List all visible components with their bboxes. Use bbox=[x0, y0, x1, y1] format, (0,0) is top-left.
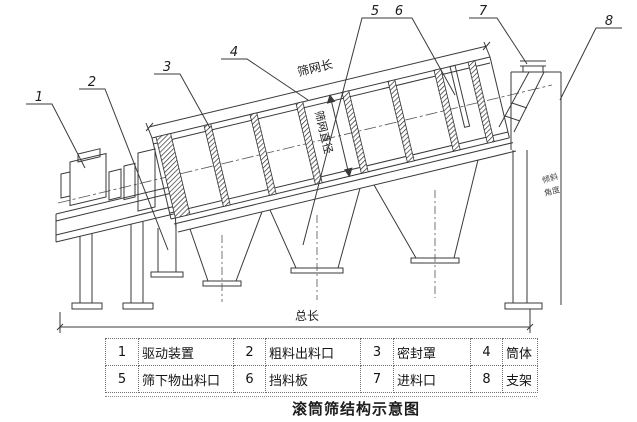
callout-numbers: 1 2 3 4 5 6 7 8 bbox=[35, 4, 613, 105]
side-note-line2: 角度 bbox=[543, 184, 561, 198]
coupling-half-a bbox=[108, 168, 122, 201]
callout-1: 1 bbox=[35, 90, 43, 105]
drum-ring-bands bbox=[155, 60, 495, 219]
seal-bearing-housing bbox=[137, 148, 156, 212]
parts-legend-table: 1 驱动装置 2 粗料出料口 3 密封罩 4 筒体 5 筛下物出料口 6 挡料板… bbox=[105, 338, 538, 393]
total-length-label: 总长 bbox=[295, 309, 319, 323]
part-label: 筛下物出料口 bbox=[138, 365, 234, 393]
part-label: 密封罩 bbox=[393, 338, 471, 366]
part-number: 6 bbox=[233, 365, 266, 393]
part-label: 支架 bbox=[502, 365, 538, 393]
motor-fan-cap bbox=[60, 171, 71, 199]
table-row: 5 筛下物出料口 6 挡料板 7 进料口 8 支架 bbox=[105, 365, 538, 393]
drum-body bbox=[151, 56, 510, 220]
leader-1 bbox=[26, 103, 86, 169]
motor-top-box bbox=[77, 148, 101, 163]
part-label: 驱动装置 bbox=[138, 338, 234, 366]
callout-3: 3 bbox=[163, 60, 171, 75]
part-number: 5 bbox=[105, 365, 139, 393]
callout-5: 5 bbox=[371, 4, 379, 19]
leader-8 bbox=[559, 27, 622, 101]
schematic-drawing: 筛网长 筛网直径 总长 倾斜 角度 bbox=[26, 4, 622, 333]
baffle-plate bbox=[449, 64, 471, 128]
feed-inlet bbox=[498, 60, 546, 133]
side-note-line1: 倾斜 bbox=[541, 171, 559, 185]
callout-4: 4 bbox=[230, 45, 238, 60]
screen-length-label: 筛网长 bbox=[296, 56, 335, 79]
callout-8: 8 bbox=[605, 14, 613, 29]
callout-6: 6 bbox=[395, 4, 403, 19]
table-row: 1 驱动装置 2 粗料出料口 3 密封罩 4 筒体 bbox=[105, 338, 538, 366]
callouts bbox=[26, 17, 622, 251]
motor-body bbox=[69, 152, 107, 207]
diagram-caption: 滚筒筛结构示意图 bbox=[291, 400, 420, 418]
callout-2: 2 bbox=[88, 75, 96, 90]
part-label: 粗料出料口 bbox=[265, 338, 361, 366]
discharge-hoppers bbox=[150, 159, 479, 302]
drum-axis-centerline bbox=[57, 84, 553, 204]
part-label: 进料口 bbox=[393, 365, 471, 393]
leader-5 bbox=[302, 17, 388, 246]
leader-6 bbox=[386, 17, 456, 96]
leader-2 bbox=[79, 88, 169, 251]
leader-4 bbox=[221, 58, 309, 101]
part-number: 2 bbox=[233, 338, 266, 366]
leader-3 bbox=[154, 73, 211, 129]
part-label: 筒体 bbox=[502, 338, 538, 366]
part-number: 4 bbox=[470, 338, 503, 366]
dimensions: 筛网长 筛网直径 总长 倾斜 角度 bbox=[56, 41, 561, 333]
coupling-half-b bbox=[123, 162, 136, 201]
part-number: 1 bbox=[105, 338, 139, 366]
part-number: 8 bbox=[470, 365, 503, 393]
callout-7: 7 bbox=[479, 4, 488, 19]
part-number: 3 bbox=[360, 338, 394, 366]
part-number: 7 bbox=[360, 365, 394, 393]
leader-7 bbox=[469, 17, 528, 65]
caption-divider bbox=[105, 396, 537, 397]
drive-unit bbox=[60, 148, 156, 212]
part-label: 挡料板 bbox=[265, 365, 361, 393]
